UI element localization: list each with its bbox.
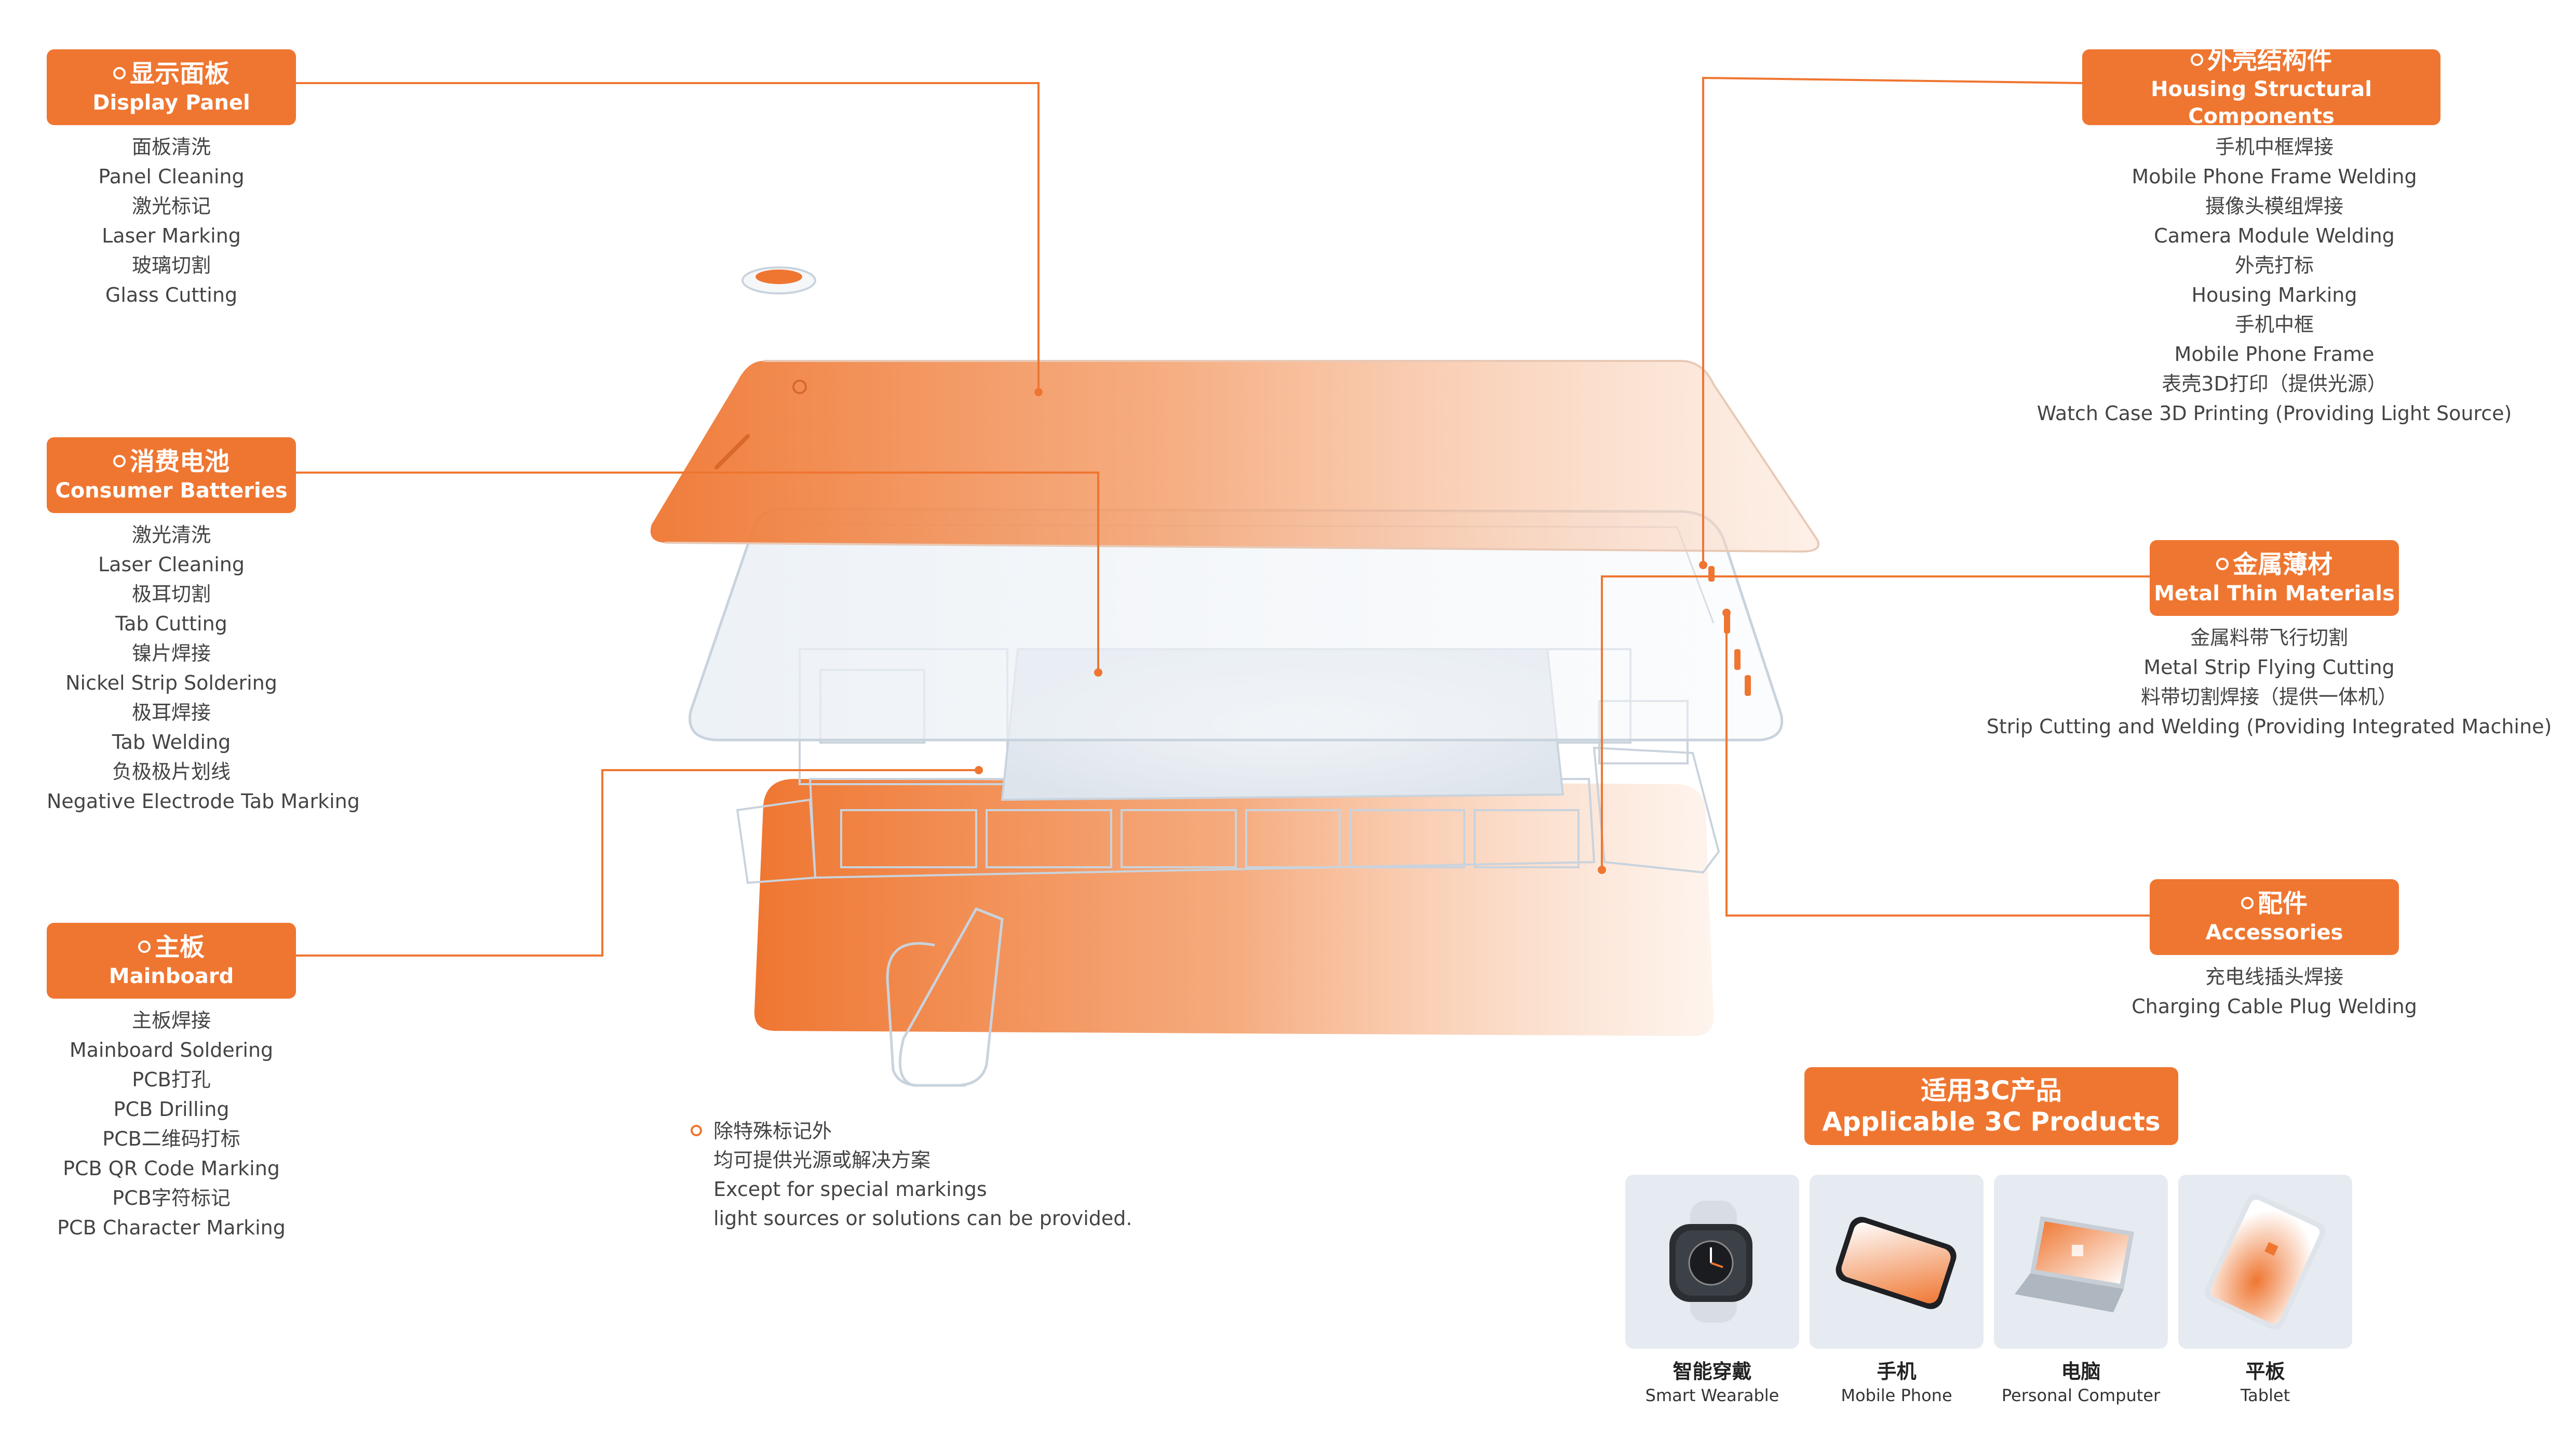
callout-accessories: 配件 Accessories 充电线插头焊接 Charging Cable Pl… bbox=[2025, 879, 2524, 1035]
consumer-batteries-item: Tab Cutting bbox=[115, 612, 227, 635]
metal-thin-item: Metal Strip Flying Cutting bbox=[2143, 656, 2395, 679]
mainboard-item: PCB字符标记 bbox=[112, 1187, 231, 1209]
housing-item: Mobile Phone Frame bbox=[2174, 343, 2375, 366]
display-panel-tag: 显示面板 Display Panel bbox=[47, 49, 296, 125]
product-name-en: Personal Computer bbox=[2001, 1386, 2161, 1405]
housing-tag: 外壳结构件 Housing Structural Components bbox=[2082, 46, 2440, 128]
mainboard-tag: 主板 Mainboard bbox=[47, 923, 296, 999]
product-card bbox=[2178, 1175, 2352, 1349]
metal-thin-title-cn: 金属薄材 bbox=[2216, 549, 2332, 580]
mainboard-item: Mainboard Soldering bbox=[69, 1039, 274, 1061]
product-name-cn: 电脑 bbox=[2061, 1360, 2101, 1383]
footnote-line: 除特殊标记外 bbox=[713, 1120, 832, 1142]
product-tablet: 平板 Tablet bbox=[2178, 1175, 2352, 1407]
footnote-line: 均可提供光源或解决方案 bbox=[713, 1149, 931, 1172]
product-card bbox=[1994, 1175, 2168, 1349]
mainboard-item: 主板焊接 bbox=[131, 1009, 211, 1032]
display-panel-item: Panel Cleaning bbox=[98, 165, 245, 188]
accessories-title-en: Accessories bbox=[2205, 921, 2343, 945]
mainboard-item: PCB打孔 bbox=[132, 1068, 211, 1091]
accessories-item: Charging Cable Plug Welding bbox=[2132, 995, 2417, 1018]
metal-thin-item: Strip Cutting and Welding (Providing Int… bbox=[1986, 715, 2552, 738]
product-smart-wearable: 智能穿戴 Smart Wearable bbox=[1625, 1175, 1799, 1407]
mainboard-title-en: Mainboard bbox=[109, 964, 234, 988]
metal-thin-title-en: Metal Thin Materials bbox=[2154, 582, 2395, 606]
housing-item: 外壳打标 bbox=[2234, 254, 2314, 277]
display-panel-item: Glass Cutting bbox=[105, 284, 238, 306]
product-name-en: Smart Wearable bbox=[1645, 1386, 1779, 1405]
consumer-batteries-title-cn: 消费电池 bbox=[113, 446, 230, 477]
housing-title-en: Housing Structural Components bbox=[2151, 77, 2372, 128]
consumer-batteries-item: Nickel Strip Soldering bbox=[65, 671, 277, 694]
housing-item: 表壳3D打印（提供光源） bbox=[2162, 372, 2387, 395]
consumer-batteries-title-en: Consumer Batteries bbox=[55, 479, 288, 503]
applicable-products-title-cn: 适用3C产品 bbox=[1921, 1075, 2062, 1106]
product-name-cn: 平板 bbox=[2245, 1360, 2285, 1383]
product-personal-computer: 电脑 Personal Computer bbox=[1994, 1175, 2168, 1407]
applicable-products-title: 适用3C产品 Applicable 3C Products bbox=[1804, 1067, 2178, 1145]
mainboard-item: PCB Drilling bbox=[113, 1098, 230, 1121]
accessories-title-cn: 配件 bbox=[2241, 888, 2308, 919]
laptop-icon bbox=[2015, 1216, 2134, 1312]
tablet-icon bbox=[2204, 1193, 2326, 1330]
display-panel-item: 激光标记 bbox=[131, 195, 211, 218]
footnote-line: light sources or solutions can be provid… bbox=[713, 1207, 1132, 1230]
mainboard-title-cn: 主板 bbox=[138, 932, 205, 963]
callout-housing: 外壳结构件 Housing Structural Components 手机中框… bbox=[2025, 46, 2524, 444]
mainboard-item: PCB Character Marking bbox=[57, 1216, 286, 1239]
display-panel-title-cn: 显示面板 bbox=[113, 58, 230, 89]
consumer-batteries-tag: 消费电池 Consumer Batteries bbox=[47, 437, 296, 513]
smartwatch-icon bbox=[1669, 1201, 1752, 1323]
display-panel-item: 玻璃切割 bbox=[131, 254, 211, 277]
product-card bbox=[1810, 1175, 1984, 1349]
metal-thin-item: 金属料带飞行切割 bbox=[2190, 626, 2348, 649]
consumer-batteries-item: 极耳切割 bbox=[131, 583, 211, 606]
metal-thin-item: 料带切割焊接（提供一体机） bbox=[2140, 685, 2397, 708]
applicable-products-title-en: Applicable 3C Products bbox=[1822, 1107, 2161, 1137]
consumer-batteries-item: 激光清洗 bbox=[131, 523, 211, 546]
product-mobile-phone: 手机 Mobile Phone bbox=[1810, 1175, 1984, 1407]
accessories-tag: 配件 Accessories bbox=[2150, 879, 2399, 955]
footnote-line: Except for special markings bbox=[713, 1178, 987, 1201]
housing-item: Watch Case 3D Printing (Providing Light … bbox=[2036, 402, 2512, 425]
display-panel-title-en: Display Panel bbox=[92, 91, 250, 115]
display-panel-item: 面板清洗 bbox=[131, 136, 211, 158]
footnote: 除特殊标记外 均可提供光源或解决方案 Except for special ma… bbox=[691, 1117, 1158, 1233]
consumer-batteries-item: 极耳焊接 bbox=[131, 701, 211, 724]
display-panel-item: Laser Marking bbox=[102, 224, 241, 247]
callout-display-panel: 显示面板 Display Panel 面板清洗 Panel Cleaning 激… bbox=[47, 49, 296, 319]
product-name-en: Tablet bbox=[2240, 1386, 2290, 1405]
consumer-batteries-item: 负极极片划线 bbox=[112, 760, 231, 783]
housing-item: 手机中框焊接 bbox=[2215, 136, 2334, 158]
housing-item: Housing Marking bbox=[2191, 284, 2357, 306]
camera-lens bbox=[741, 266, 816, 294]
mainboard-item: PCB二维码打标 bbox=[102, 1127, 240, 1150]
metal-thin-tag: 金属薄材 Metal Thin Materials bbox=[2150, 540, 2399, 616]
product-name-en: Mobile Phone bbox=[1841, 1386, 1952, 1405]
mainboard-item: PCB QR Code Marking bbox=[63, 1157, 280, 1180]
consumer-batteries-item: Tab Welding bbox=[112, 731, 231, 754]
housing-item: Mobile Phone Frame Welding bbox=[2132, 165, 2417, 188]
footnote-bullet-icon bbox=[691, 1125, 702, 1136]
consumer-batteries-item: Laser Cleaning bbox=[98, 553, 245, 576]
smartphone-icon bbox=[1836, 1217, 1957, 1309]
housing-item: 手机中框 bbox=[2234, 313, 2314, 336]
product-name-cn: 智能穿戴 bbox=[1673, 1360, 1752, 1383]
product-name-cn: 手机 bbox=[1877, 1360, 1917, 1383]
leader-lines bbox=[296, 76, 2150, 957]
leader-dots bbox=[975, 388, 1731, 874]
callout-consumer-batteries: 消费电池 Consumer Batteries 激光清洗 Laser Clean… bbox=[47, 437, 360, 827]
back-cover-layer bbox=[754, 779, 1714, 1087]
consumer-batteries-item: 镍片焊接 bbox=[131, 642, 211, 665]
housing-item: 摄像头模组焊接 bbox=[2205, 195, 2343, 218]
product-card bbox=[1625, 1175, 1799, 1349]
callout-metal-thin: 金属薄材 Metal Thin Materials 金属料带飞行切割 Metal… bbox=[1973, 540, 2565, 748]
housing-item: Camera Module Welding bbox=[2154, 224, 2395, 247]
callout-mainboard: 主板 Mainboard 主板焊接 Mainboard Soldering PC… bbox=[47, 923, 296, 1260]
housing-title-cn: 外壳结构件 bbox=[2191, 45, 2332, 76]
accessories-item: 充电线插头焊接 bbox=[2205, 965, 2343, 988]
display-panel-layer bbox=[650, 360, 1819, 553]
consumer-batteries-item: Negative Electrode Tab Marking bbox=[47, 790, 360, 813]
